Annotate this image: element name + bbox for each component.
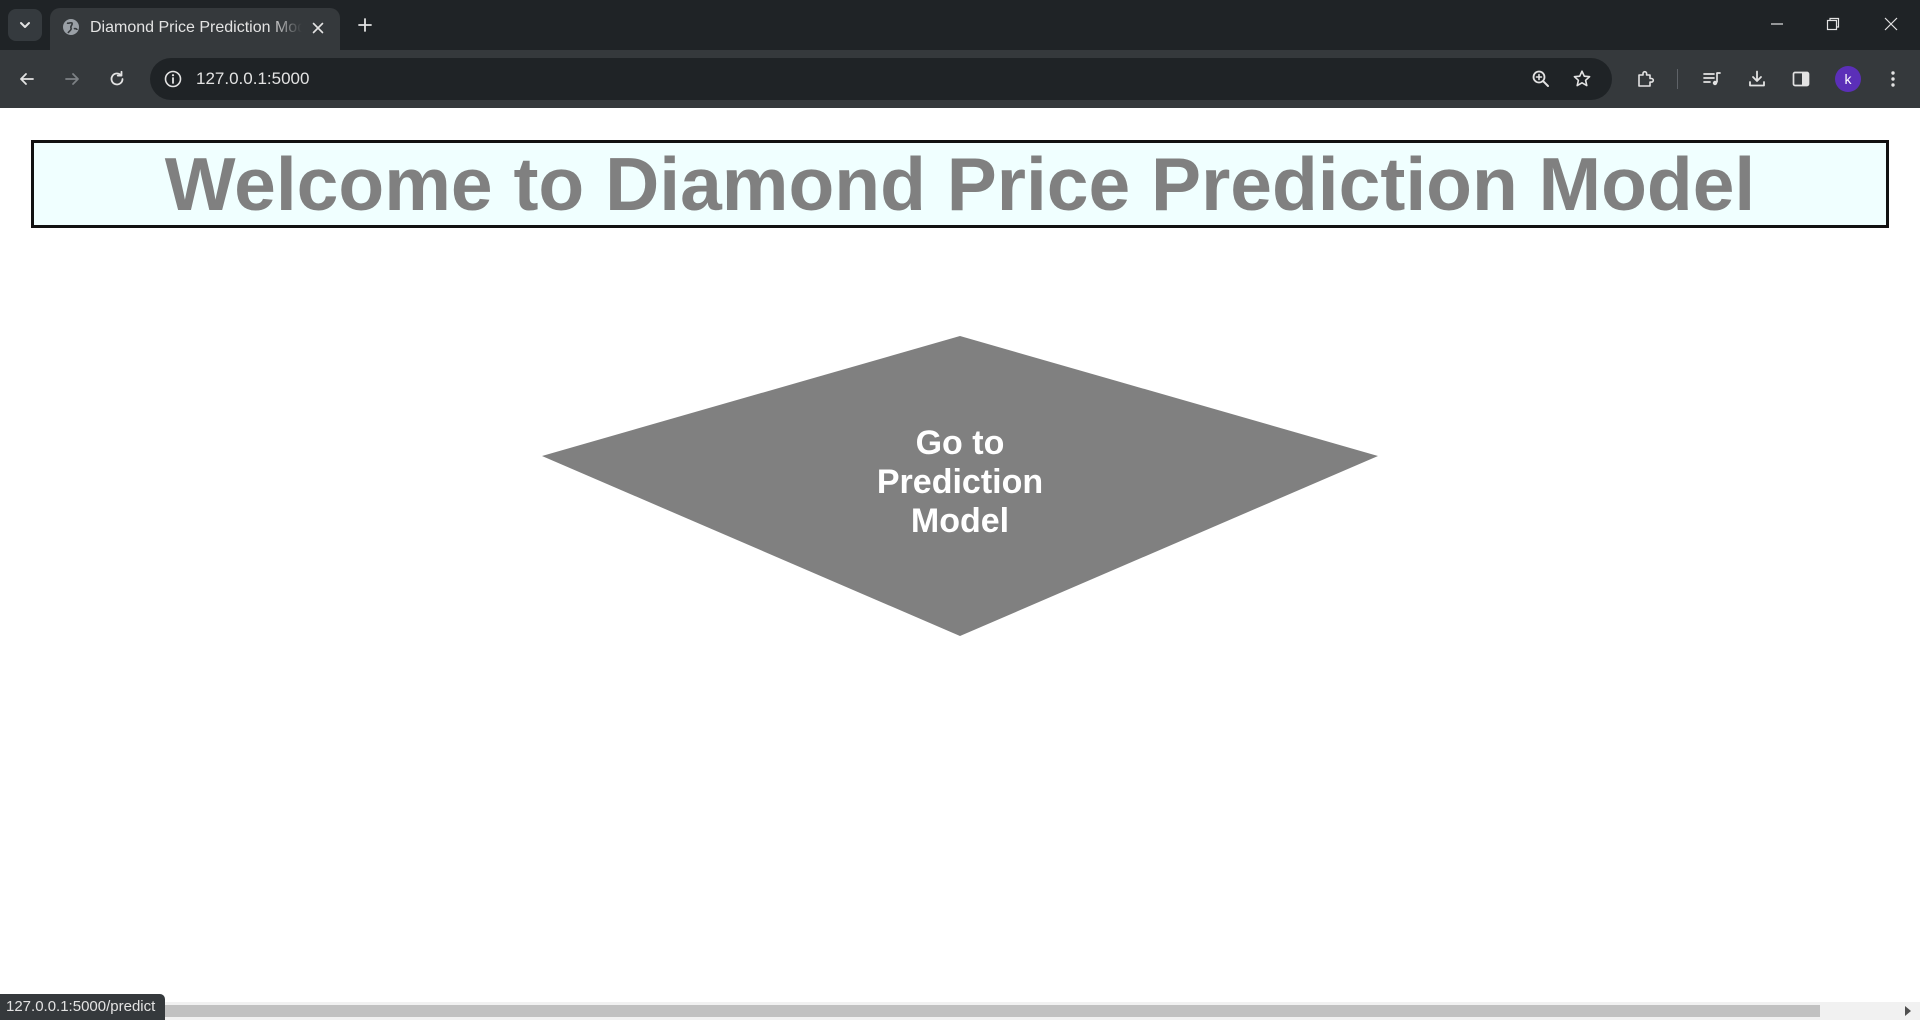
page-title: Welcome to Diamond Price Prediction Mode… — [164, 142, 1756, 226]
reload-button[interactable] — [101, 63, 133, 95]
queue-music-icon — [1703, 72, 1721, 86]
zoom-button[interactable] — [1528, 66, 1554, 92]
media-controls-button[interactable] — [1696, 63, 1728, 95]
welcome-banner: Welcome to Diamond Price Prediction Mode… — [31, 140, 1889, 228]
puzzle-icon — [1638, 70, 1655, 87]
url-text: 127.0.0.1:5000 — [196, 69, 310, 88]
more-vertical-icon — [1891, 71, 1895, 87]
tab-search-button[interactable] — [8, 9, 42, 41]
arrow-left-icon — [20, 73, 34, 85]
tab-strip: Diamond Price Prediction Model — [0, 0, 1920, 50]
extensions-button[interactable] — [1630, 63, 1662, 95]
info-icon — [164, 70, 182, 88]
tab-title: Diamond Price Prediction Model — [90, 19, 302, 36]
close-window-button[interactable] — [1871, 8, 1911, 40]
side-panel-button[interactable] — [1785, 63, 1817, 95]
scrollbar-thumb[interactable] — [160, 1005, 1820, 1017]
horizontal-scrollbar[interactable] — [0, 1002, 1920, 1020]
download-icon — [1749, 70, 1765, 87]
star-icon — [1573, 70, 1591, 87]
back-button[interactable] — [11, 63, 43, 95]
new-tab-button[interactable] — [352, 12, 378, 38]
page-viewport: Welcome to Diamond Price Prediction Mode… — [0, 108, 1920, 1020]
bookmark-button[interactable] — [1569, 66, 1595, 92]
arrow-right-icon — [65, 73, 79, 85]
restore-icon — [1826, 17, 1840, 31]
zoom-in-icon — [1532, 70, 1549, 87]
scroll-right-arrow[interactable] — [1900, 1004, 1916, 1018]
forward-button[interactable] — [56, 63, 88, 95]
reload-icon — [110, 70, 124, 86]
profile-avatar[interactable]: k — [1835, 66, 1861, 92]
chevron-down-icon — [20, 22, 30, 28]
minimize-button[interactable] — [1757, 8, 1797, 40]
globe-icon — [63, 19, 79, 35]
diamond-shape — [542, 336, 1378, 636]
plus-icon — [358, 18, 372, 32]
minimize-icon — [1771, 23, 1783, 25]
site-info-button[interactable] — [160, 66, 186, 92]
toolbar-separator — [1677, 69, 1678, 89]
close-icon — [1884, 17, 1898, 31]
status-url-bubble: 127.0.0.1:5000/predict — [0, 994, 166, 1020]
go-to-prediction-label: Go to Prediction Model — [876, 424, 1044, 540]
tab-close-button[interactable] — [308, 18, 328, 38]
triangle-right-icon — [1905, 1006, 1911, 1016]
side-panel-icon — [1792, 71, 1810, 87]
go-to-prediction-button[interactable]: Go to Prediction Model — [542, 336, 1378, 636]
address-bar[interactable]: 127.0.0.1:5000 — [150, 58, 1612, 100]
menu-button[interactable] — [1877, 63, 1909, 95]
restore-button[interactable] — [1813, 8, 1853, 40]
downloads-button[interactable] — [1741, 63, 1773, 95]
close-icon — [312, 22, 324, 34]
active-tab[interactable]: Diamond Price Prediction Model — [50, 8, 340, 50]
browser-toolbar: 127.0.0.1:5000 — [0, 50, 1920, 108]
